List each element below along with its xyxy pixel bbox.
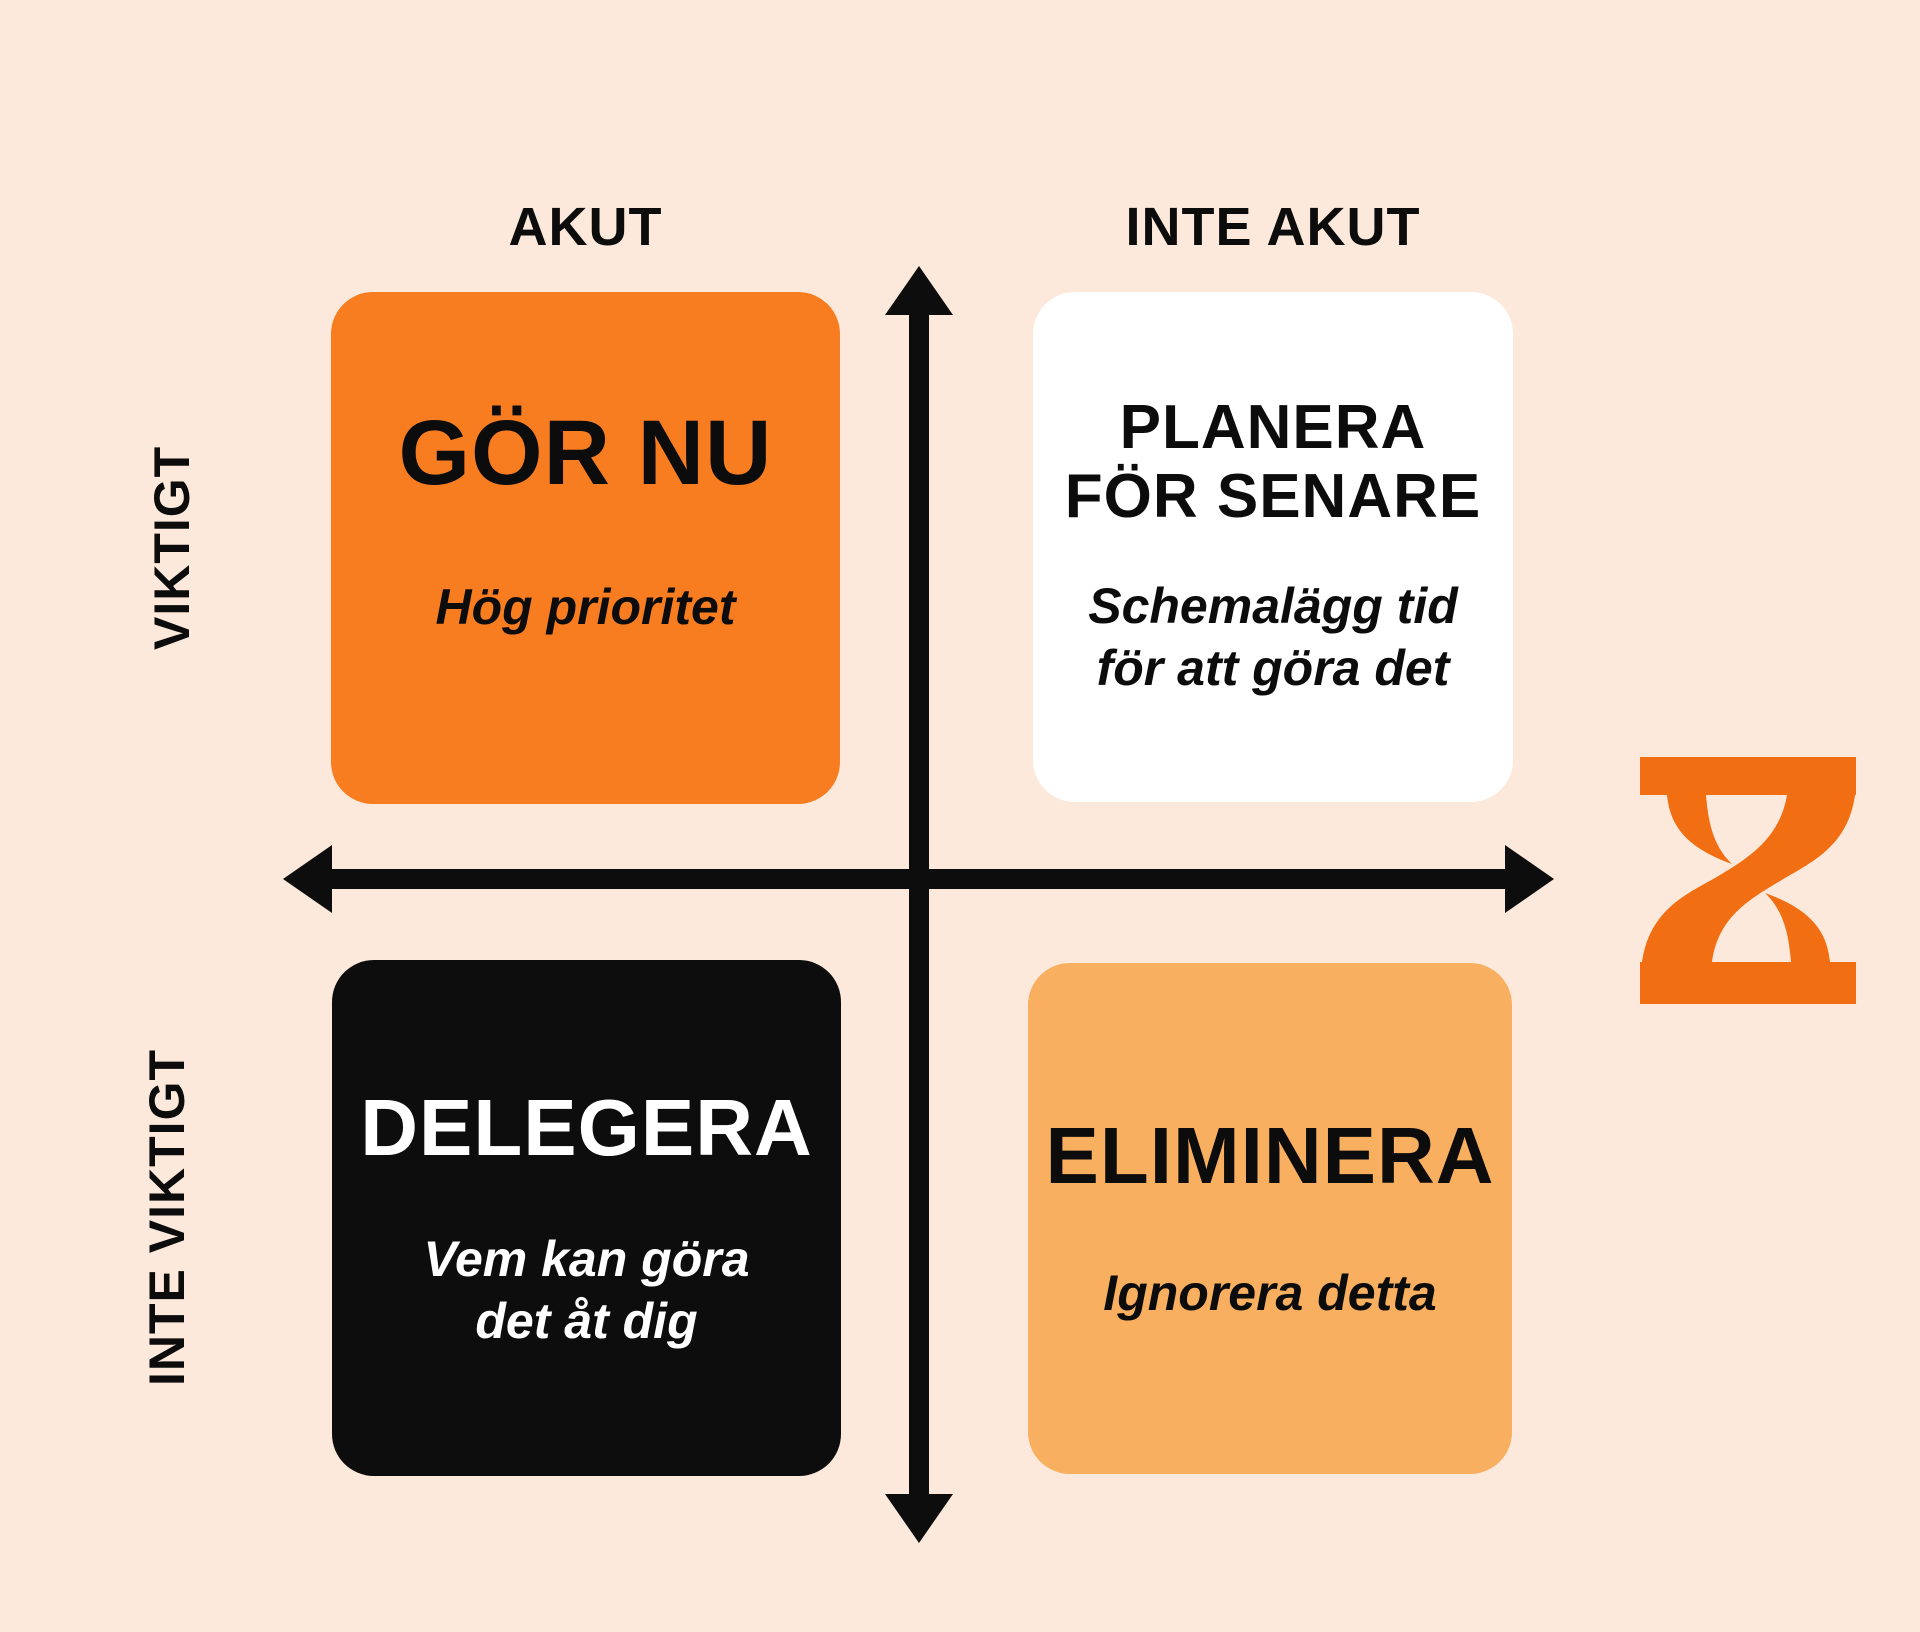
quadrant-eliminate: ELIMINERA Ignorera detta bbox=[1028, 963, 1512, 1474]
quadrant-title: DELEGERA bbox=[360, 1082, 813, 1172]
quadrant-subtitle: Vem kan göra det åt dig bbox=[423, 1230, 750, 1350]
quadrant-subtitle: Ignorera detta bbox=[1103, 1265, 1437, 1322]
quadrant-title: GÖR NU bbox=[398, 401, 773, 504]
vertical-axis bbox=[885, 266, 953, 1543]
quadrant-title: ELIMINERA bbox=[1045, 1111, 1495, 1201]
horizontal-axis bbox=[283, 845, 1554, 913]
quadrant-delegate: DELEGERA Vem kan göra det åt dig bbox=[332, 960, 841, 1476]
axis-label-akut: AKUT bbox=[508, 197, 663, 257]
axis-label-viktigt: VIKTIGT bbox=[144, 445, 200, 651]
quadrant-subtitle: Schemalägg tid för att göra det bbox=[1088, 577, 1458, 697]
quadrant-title: PLANERA FÖR SENARE bbox=[1064, 393, 1482, 531]
arrowhead-right-icon bbox=[1505, 845, 1554, 913]
axis-label-inte-akut: INTE AKUT bbox=[1125, 197, 1421, 257]
arrowhead-left-icon bbox=[283, 845, 332, 913]
quadrant-subtitle: Hög prioritet bbox=[435, 578, 736, 635]
quadrant-do-now: GÖR NU Hög prioritet bbox=[331, 292, 840, 804]
arrowhead-down-icon bbox=[885, 1494, 953, 1543]
axis-label-inte-viktigt: INTE VIKTIGT bbox=[139, 1049, 195, 1387]
hourglass-icon bbox=[1640, 757, 1856, 1004]
quadrant-plan-for-later: PLANERA FÖR SENARE Schemalägg tid för at… bbox=[1033, 292, 1513, 802]
arrowhead-up-icon bbox=[885, 266, 953, 315]
